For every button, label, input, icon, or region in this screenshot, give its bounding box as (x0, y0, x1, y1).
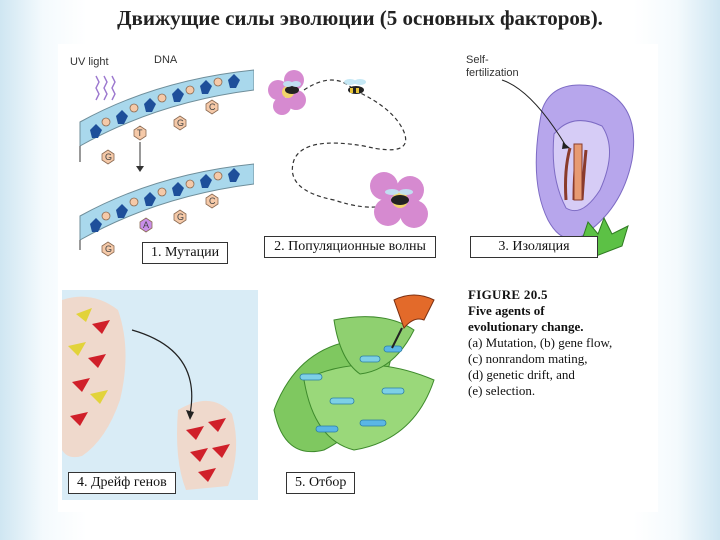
self-fertilization-label-2: fertilization (466, 67, 519, 79)
figure-caption: FIGURE 20.5 Five agents of evolutionary … (468, 287, 648, 399)
nucleotide-top-2: T (137, 128, 143, 138)
figure-caption-heading-2: evolutionary change. (468, 319, 584, 334)
uv-arrows (95, 75, 116, 101)
self-fertilization-label-1: Self- (466, 54, 489, 66)
figure-caption-heading-1: Five agents of (468, 303, 545, 318)
flower-cross-section (501, 79, 635, 257)
gene-flow-illustration (268, 70, 428, 228)
birds-population-1 (68, 308, 110, 426)
isolation-caption: 3. Изоляция (470, 236, 598, 258)
pistil (573, 143, 583, 201)
nucleotide-top-4: C (209, 102, 216, 112)
caterpillars (299, 345, 405, 433)
selection-panel (264, 290, 440, 500)
bee-3 (385, 189, 413, 205)
bird-head (393, 294, 435, 329)
bee-2 (344, 79, 366, 94)
slide-title: Движущие силы эволюции (5 основных факто… (117, 6, 603, 30)
drift-illustration (62, 296, 237, 490)
figure-caption-line-2: (c) nonrandom mating, (468, 351, 588, 366)
figure-caption-line-1: (a) Mutation, (b) gene flow, (468, 335, 613, 350)
figure-caption-line-3: (d) genetic drift, and (468, 367, 575, 382)
dna-label: DNA (154, 54, 178, 66)
mutation-panel: G T G C (66, 50, 254, 266)
mutation-caption: 1. Мутации (142, 242, 229, 264)
nucleotide-top-3: G (177, 118, 184, 128)
isolation-panel: Self- fertilization (462, 50, 658, 260)
figure-caption-line-4: (e) selection. (468, 383, 536, 398)
selection-caption: 5. Отбор (286, 472, 356, 494)
dna-illustration: G T G C (79, 69, 254, 257)
figure: G T G C (58, 44, 658, 512)
selection-illustration (273, 294, 435, 453)
drift-caption: 4. Дрейф генов (68, 472, 176, 494)
nucleotide-top-1: G (105, 152, 112, 162)
nucleotide-bottom-4: C (209, 196, 216, 206)
figure-caption-title: FIGURE 20.5 (468, 287, 548, 302)
drift-arrow (131, 329, 193, 415)
nucleotide-bottom-2: A (143, 220, 149, 230)
drift-panel (62, 290, 258, 500)
population-1-area (62, 296, 126, 458)
birds-population-2 (186, 418, 230, 482)
gene-flow-panel (264, 50, 434, 236)
uv-light-label: UV light (70, 56, 109, 68)
leaf-3 (333, 316, 415, 375)
gene-flow-caption: 2. Популяционные волны (264, 236, 436, 258)
nucleotide-bottom-3: G (177, 212, 184, 222)
bird-beak (391, 327, 403, 349)
dna-strand-bottom (79, 163, 254, 241)
nucleotide-bottom-1: G (105, 244, 112, 254)
bee-1 (283, 81, 301, 94)
pointer-line (501, 79, 567, 147)
flight-path (291, 79, 407, 208)
